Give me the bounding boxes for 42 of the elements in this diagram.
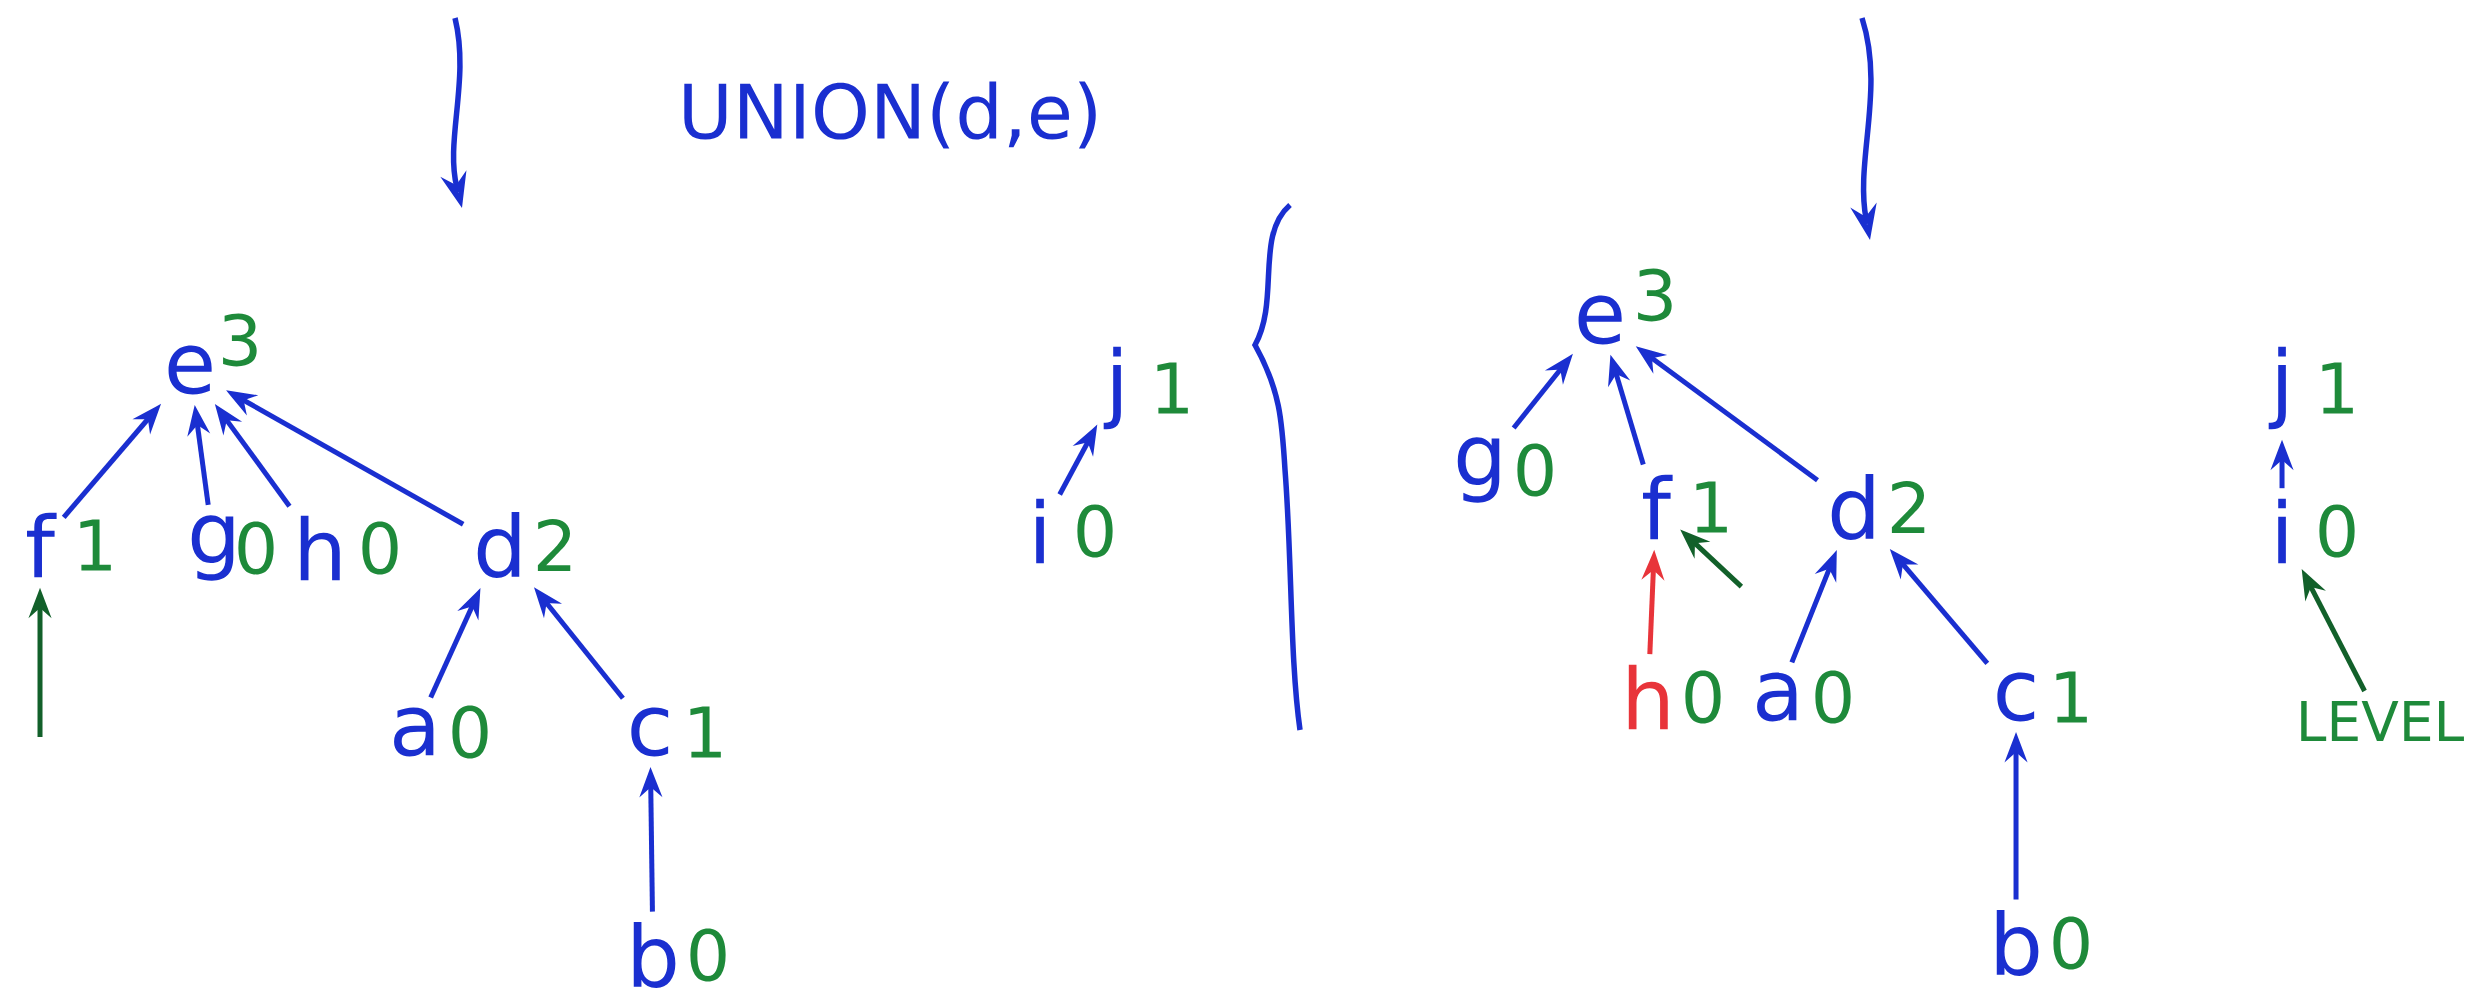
level-number: 1 [1157, 362, 1188, 414]
letter: b [633, 922, 676, 988]
level-number: 0 [238, 521, 274, 575]
letter: i [2278, 498, 2286, 564]
letter: a [1757, 672, 1797, 722]
letter: j [2268, 346, 2286, 430]
level-number: 3 [1638, 268, 1672, 322]
level-number: 0 [2053, 916, 2089, 970]
level-number: 1 [690, 706, 721, 758]
letter: a [394, 707, 434, 757]
level-number: 1 [2322, 362, 2353, 414]
letter: g [191, 515, 234, 581]
level-number: 0 [1815, 670, 1851, 724]
level-number: 1 [80, 519, 111, 571]
level-number: 0 [2319, 504, 2355, 558]
letter: h [300, 515, 340, 581]
level-number: 0 [1685, 670, 1721, 724]
letter: f [1643, 474, 1673, 540]
level-number: 3 [223, 313, 257, 367]
level-number: 1 [1696, 481, 1727, 533]
level-number: 0 [690, 928, 726, 982]
level-number: 0 [1517, 443, 1553, 497]
letter: b [1996, 910, 2039, 976]
letter: d [1831, 474, 1874, 540]
level-number: 0 [1077, 504, 1113, 558]
letter: d [477, 512, 520, 578]
level-number: 0 [362, 521, 398, 575]
letter: i [1036, 498, 1044, 564]
letter: h [1628, 664, 1668, 730]
level-number: 2 [537, 519, 571, 571]
level-number: 0 [452, 705, 488, 759]
letter: j [1103, 346, 1121, 430]
note-text: LEVEL [2301, 700, 2464, 742]
letter: c [631, 707, 669, 757]
level-number: 1 [2056, 671, 2087, 723]
title: UNION(d,e) [684, 81, 1096, 149]
level-number: 2 [1891, 481, 1925, 533]
letter: e [1578, 295, 1622, 345]
letter: g [1457, 437, 1500, 503]
letter: f [27, 512, 57, 578]
letter: e [168, 345, 212, 395]
letter: c [1997, 672, 2035, 722]
